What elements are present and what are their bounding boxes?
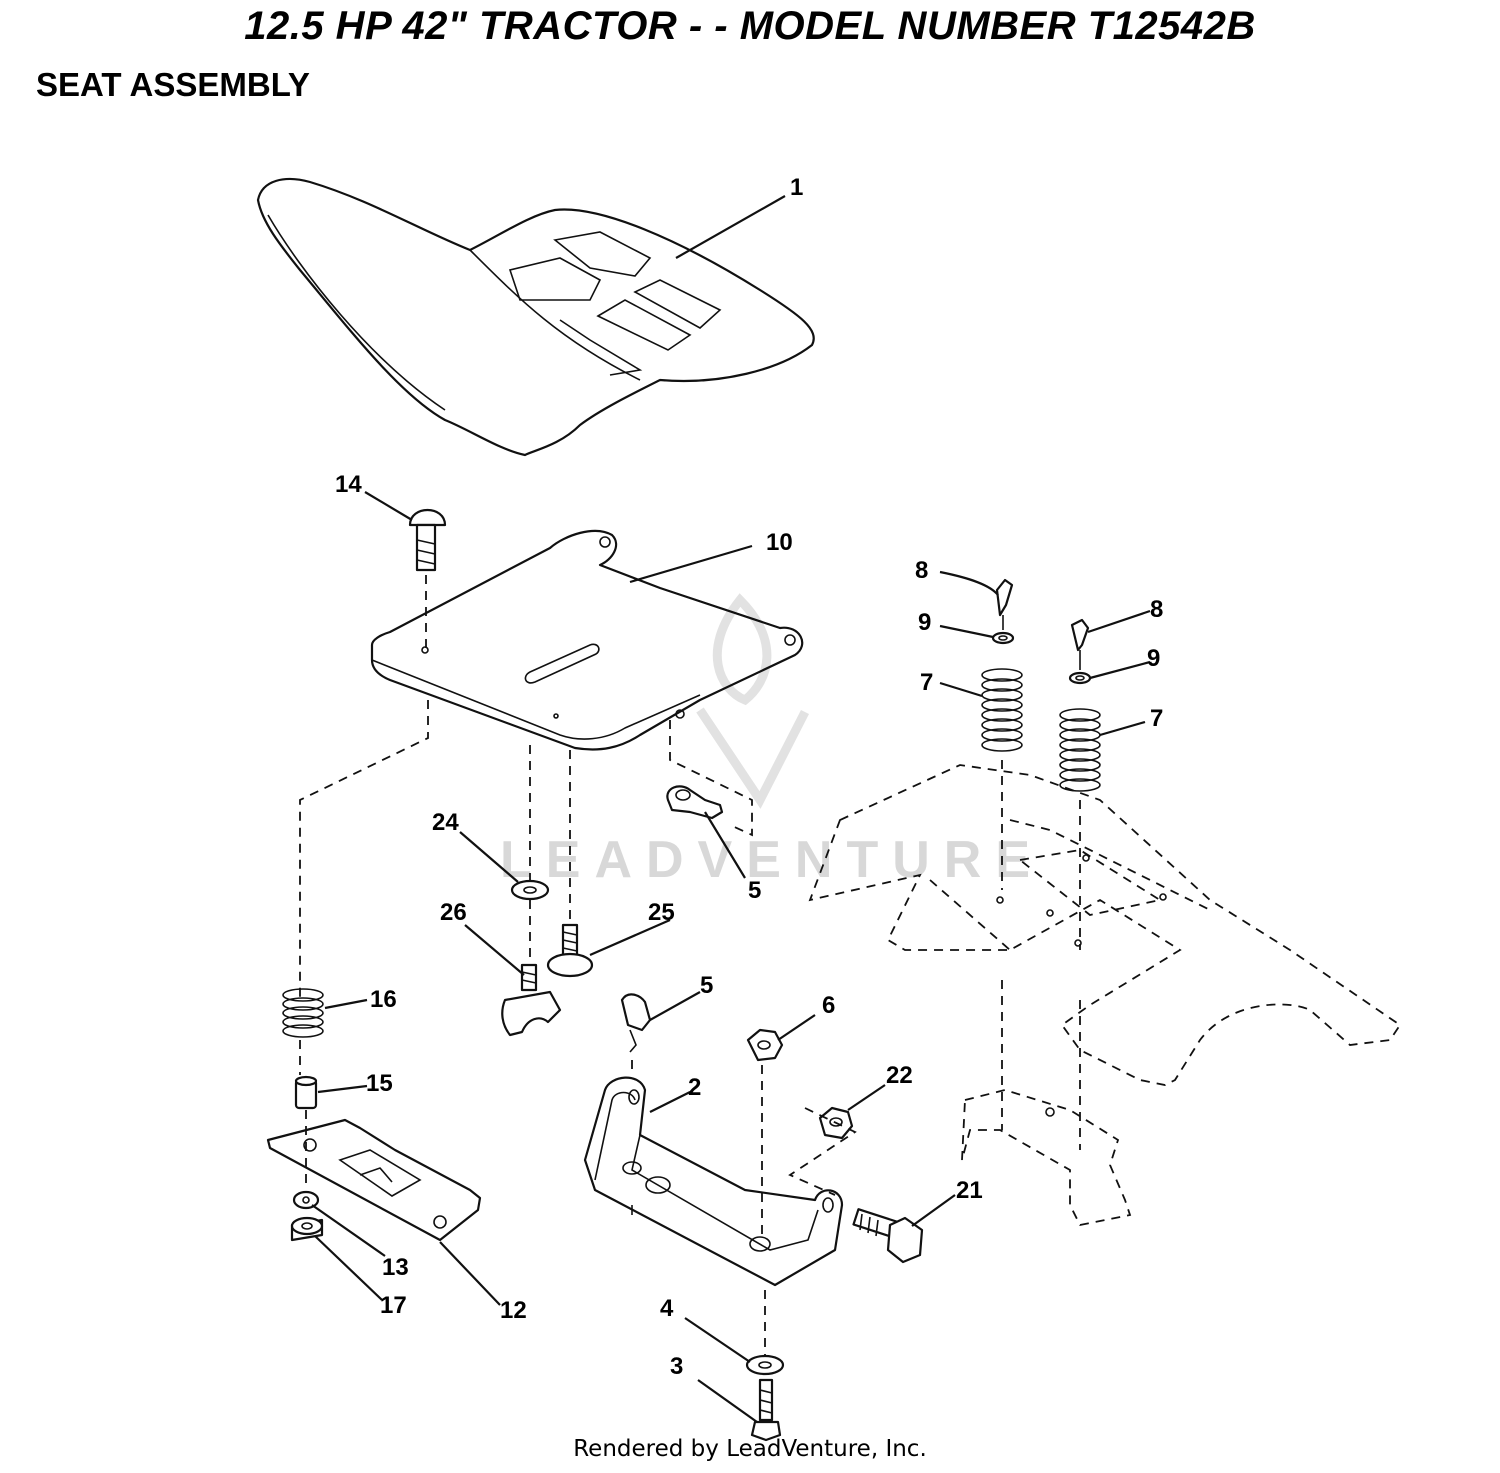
frame-support-outline: [961, 980, 1132, 1227]
callout-7-right: 7: [1150, 705, 1163, 732]
flat-washer-4: [745, 1354, 785, 1376]
lock-nut-17: [290, 1216, 324, 1242]
callout-6: 6: [822, 992, 835, 1019]
callout-5-lower: 5: [700, 972, 713, 999]
callout-3: 3: [670, 1353, 683, 1380]
footer-credit: Rendered by LeadVenture, Inc.: [573, 1436, 927, 1462]
seat-slide-bracket: [266, 1118, 482, 1242]
callout-16: 16: [370, 986, 397, 1013]
callout-8-right: 8: [1150, 596, 1163, 623]
shoulder-bolt-25: [546, 923, 594, 978]
callout-7-left: 7: [920, 669, 933, 696]
spring-7-left: [981, 668, 1023, 752]
washer-9-left: [991, 631, 1015, 645]
callout-8-left: 8: [915, 557, 928, 584]
callout-26: 26: [440, 899, 467, 926]
seat-mount-bracket: [583, 1076, 844, 1287]
callout-21: 21: [956, 1177, 983, 1204]
hex-nut-13: [292, 1190, 320, 1210]
callout-12: 12: [500, 1297, 527, 1324]
washer-9-right: [1068, 671, 1092, 685]
callout-25: 25: [648, 899, 675, 926]
hair-pin-8-left: [995, 578, 1014, 630]
section-title: SEAT ASSEMBLY: [36, 66, 310, 103]
watermark: LEADVENTURE: [500, 831, 1045, 889]
compression-spring-16: [282, 988, 324, 1038]
callout-10: 10: [766, 529, 793, 556]
hex-nut-6: [746, 1028, 784, 1062]
flat-washer-24: [510, 879, 550, 901]
hex-bolt-3: [750, 1378, 782, 1442]
seat-pan: [370, 529, 804, 751]
retainer-clip-upper: [666, 785, 724, 820]
callout-22: 22: [886, 1062, 913, 1089]
leader-lines: [311, 195, 1151, 1423]
callout-2: 2: [688, 1074, 701, 1101]
callout-5-upper: 5: [748, 877, 761, 904]
callout-17: 17: [380, 1292, 407, 1319]
hair-pin-8-right: [1070, 618, 1090, 670]
spacer-bushing: [294, 1075, 318, 1110]
carriage-bolt: [408, 509, 447, 572]
page-title: 12.5 HP 42" TRACTOR - - MODEL NUMBER T12…: [244, 4, 1256, 48]
callout-24: 24: [432, 809, 459, 836]
callout-15: 15: [366, 1070, 393, 1097]
callout-9-left: 9: [918, 609, 931, 636]
callout-13: 13: [382, 1254, 409, 1281]
fender-outline: [808, 764, 1402, 1086]
callout-1: 1: [790, 174, 803, 201]
watermark-logo: [696, 593, 810, 809]
adjustment-knob: [501, 963, 562, 1037]
callout-4: 4: [660, 1295, 674, 1322]
hex-bolt-21: [852, 1208, 924, 1264]
seat: [256, 178, 815, 457]
callout-14: 14: [335, 471, 362, 498]
spring-7-right: [1059, 708, 1101, 792]
callout-9-right: 9: [1147, 645, 1160, 672]
retainer-clip-lower: [620, 993, 652, 1075]
